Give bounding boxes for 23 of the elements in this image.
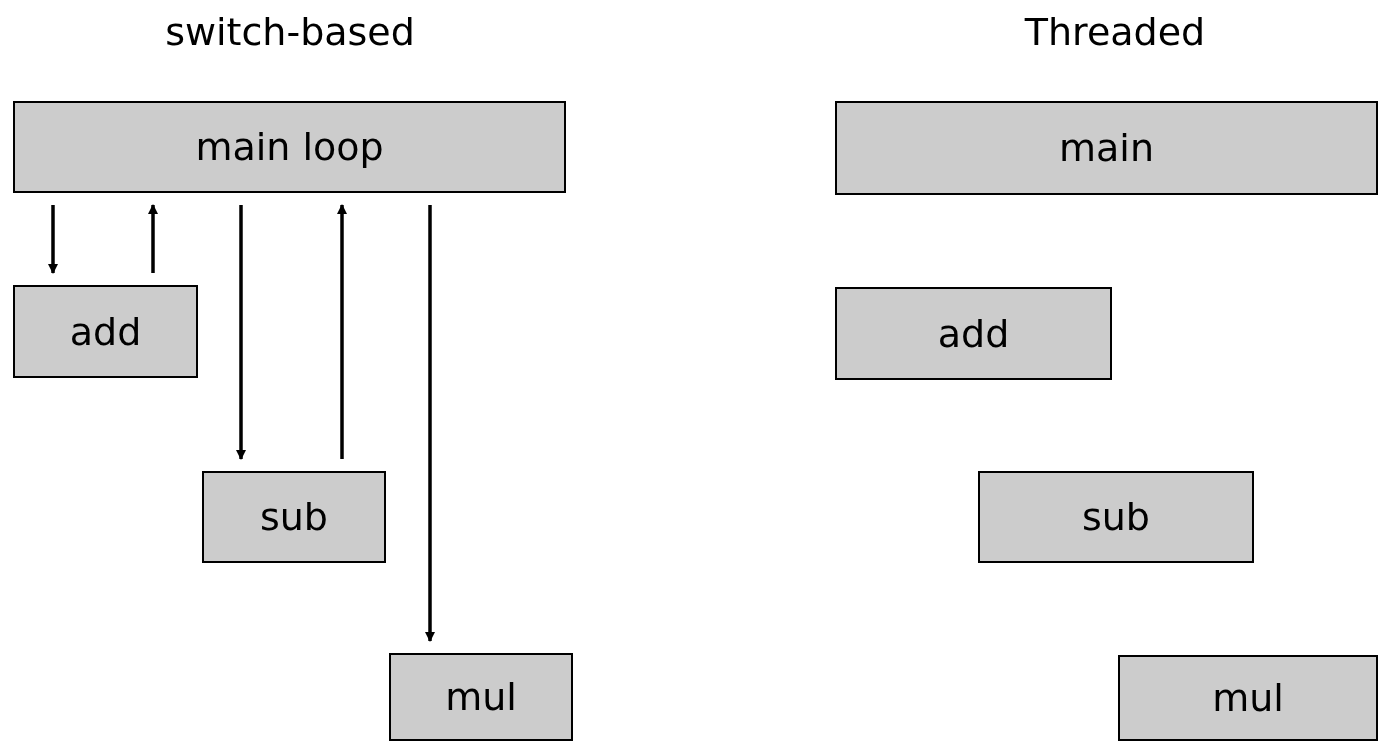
column-heading: switch-based [164,10,416,54]
node-label: sub [1082,495,1150,539]
function-box [1118,655,1378,741]
function-box [978,471,1254,563]
node-label: main [1059,126,1154,170]
function-box [13,285,198,378]
function-box [202,471,386,563]
arrow [148,204,158,273]
node-label: main loop [195,125,384,169]
function-box [835,287,1112,380]
arrow [337,204,347,459]
node-label: sub [260,495,328,539]
arrow [425,205,435,642]
arrow [48,205,58,274]
function-box [389,653,573,741]
arrow [236,205,246,460]
node-label: add [937,311,1010,356]
node-label: mul [1212,676,1284,720]
node-label: add [69,309,142,354]
function-box [835,101,1378,195]
node-label: mul [445,675,517,719]
column-heading: Threaded [1023,10,1207,54]
function-box [13,101,566,193]
